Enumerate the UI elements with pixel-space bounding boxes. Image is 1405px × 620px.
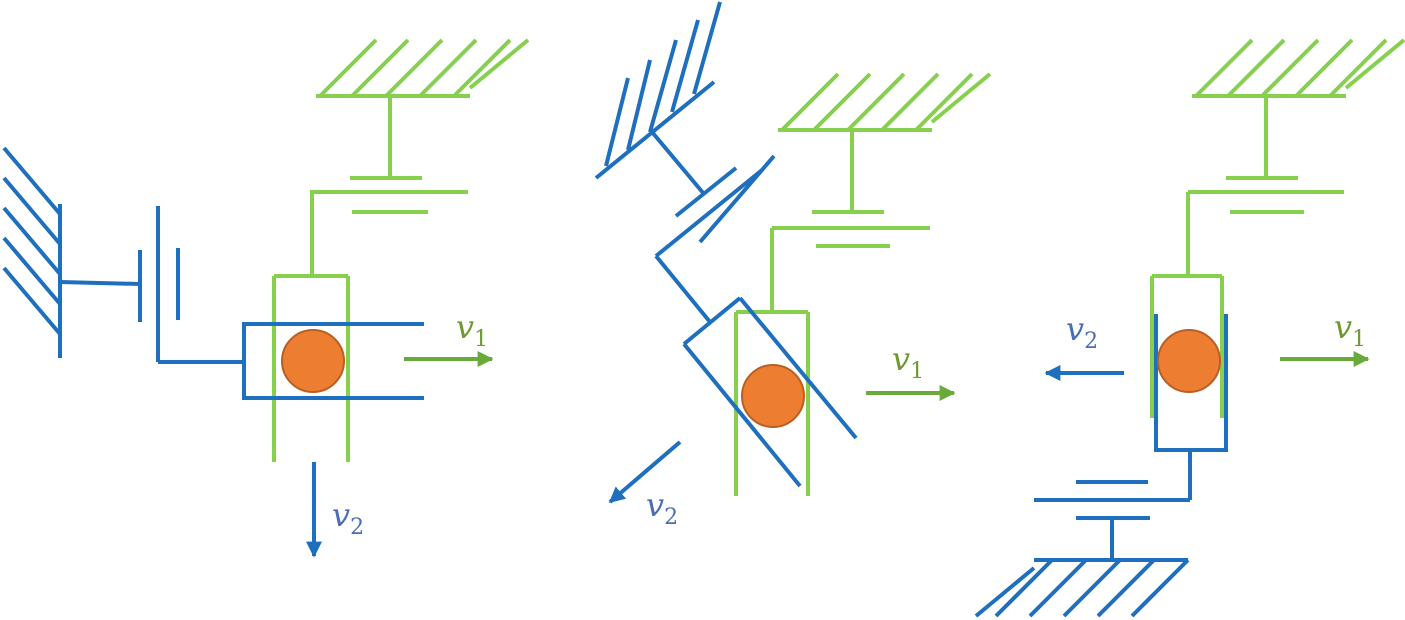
panel-3: v1 v2 [974, 38, 1405, 618]
blue-slot-frame [682, 296, 858, 488]
green-damper-icon [770, 130, 930, 312]
v2-arrow-icon [608, 440, 682, 504]
ball-icon [741, 364, 805, 428]
v1-label: v1 [892, 340, 924, 384]
green-ground-icon [778, 72, 992, 132]
blue-ground-icon [2, 146, 62, 358]
v2-label: v2 [646, 486, 678, 530]
green-slot-frame [272, 274, 350, 462]
blue-damper-icon [1034, 450, 1192, 560]
blue-ground-icon [594, 1, 722, 180]
green-ground-icon [1192, 38, 1405, 98]
green-slot-frame [734, 310, 810, 496]
v2-label: v2 [1066, 310, 1098, 354]
green-slot-frame [1150, 274, 1224, 418]
v1-label: v1 [1334, 308, 1366, 352]
green-damper-icon [1186, 96, 1344, 276]
blue-damper-icon [59, 206, 244, 364]
panel-2: v1 v2 [594, 1, 992, 530]
ball-icon [281, 329, 345, 393]
v1-label: v1 [456, 308, 488, 352]
green-ground-icon [316, 38, 530, 98]
v2-label: v2 [332, 496, 364, 540]
blue-damper-icon [650, 130, 776, 324]
green-damper-icon [310, 96, 468, 276]
blue-ground-icon [974, 558, 1190, 618]
blue-slot-frame [242, 322, 424, 400]
ball-icon [1157, 329, 1221, 393]
panel-1: v1 v2 [2, 38, 530, 558]
